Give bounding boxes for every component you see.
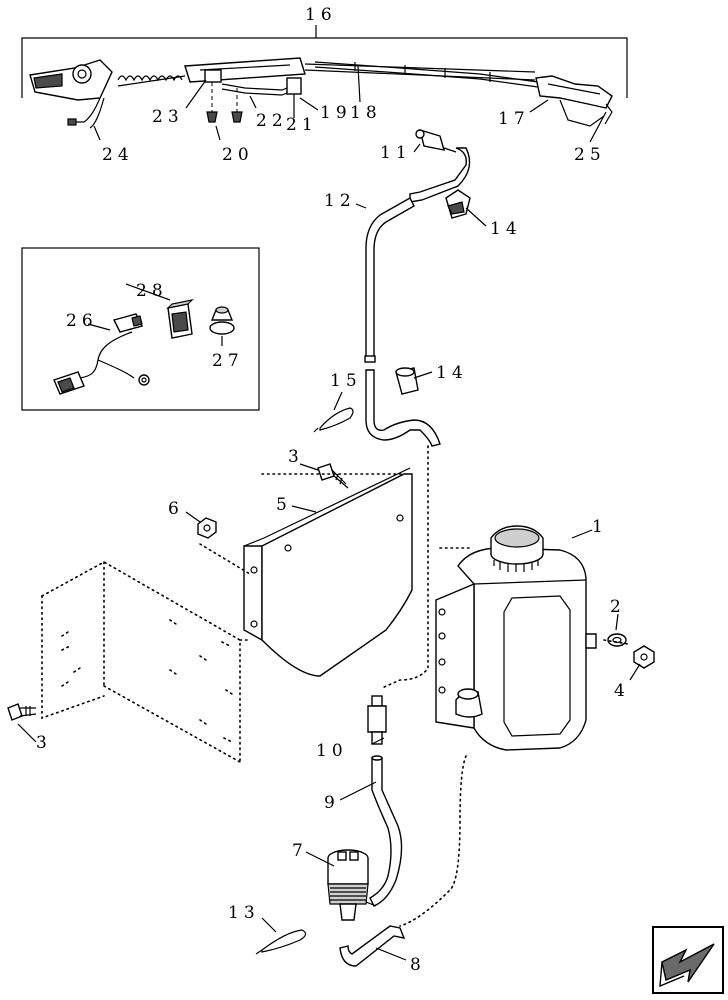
callout-10: 10 [316,741,348,761]
cable-tie-upper [313,407,354,433]
callout-28: 28 [136,281,168,301]
callout-21: 21 [286,115,318,135]
nut [197,517,217,539]
callout-labels: 16 23 22 21 19 18 17 24 20 25 11 12 14 2… [36,5,630,975]
pump-hose [369,755,403,907]
electrical-kit-inset [21,247,260,411]
hex-nut [633,645,655,669]
callout-25: 25 [574,145,606,165]
callout-5: 5 [276,495,292,515]
wiper-arm [29,57,613,129]
callout-13: 13 [228,903,260,923]
callout-18: 18 [350,103,382,123]
callout-24: 24 [102,145,134,165]
callout-22: 22 [256,111,288,131]
callout-23: 23 [152,107,184,127]
hose-route-guides [381,445,629,927]
callout-6: 6 [168,499,184,519]
cable-tie-lower [255,929,307,955]
callout-27: 27 [212,351,244,371]
washer-hose-upper [364,128,471,447]
callout-7: 7 [292,841,308,861]
washer-pump [327,849,377,921]
inline-filter [367,695,387,745]
callout-3-lower: 3 [36,733,52,753]
callout-14-lower: 14 [436,363,468,383]
callout-2: 2 [610,597,626,617]
callout-20: 20 [222,145,254,165]
callout-12: 12 [324,191,356,211]
next-page-arrow-icon[interactable] [652,926,724,994]
callout-16: 16 [305,5,337,25]
callout-8: 8 [410,955,426,975]
mounting-frame [41,473,405,763]
callout-leaders [17,65,641,961]
callout-17: 17 [498,109,530,129]
bolt-upper [317,463,349,489]
tank-hose [339,925,406,967]
callout-3-upper: 3 [288,447,304,467]
wiper-arm-assembly-bracket [21,25,628,98]
washer [607,633,627,647]
callout-1: 1 [592,517,608,537]
mounting-bracket [243,467,413,677]
callout-14-upper: 14 [490,219,522,239]
callout-15: 15 [330,371,362,391]
callout-19: 19 [320,103,352,123]
callout-4: 4 [614,681,630,701]
callout-11: 11 [380,143,412,163]
washer-reservoir [435,525,597,751]
bolt-lower [7,703,37,721]
callout-9: 9 [324,793,340,813]
callout-26: 26 [66,311,98,331]
